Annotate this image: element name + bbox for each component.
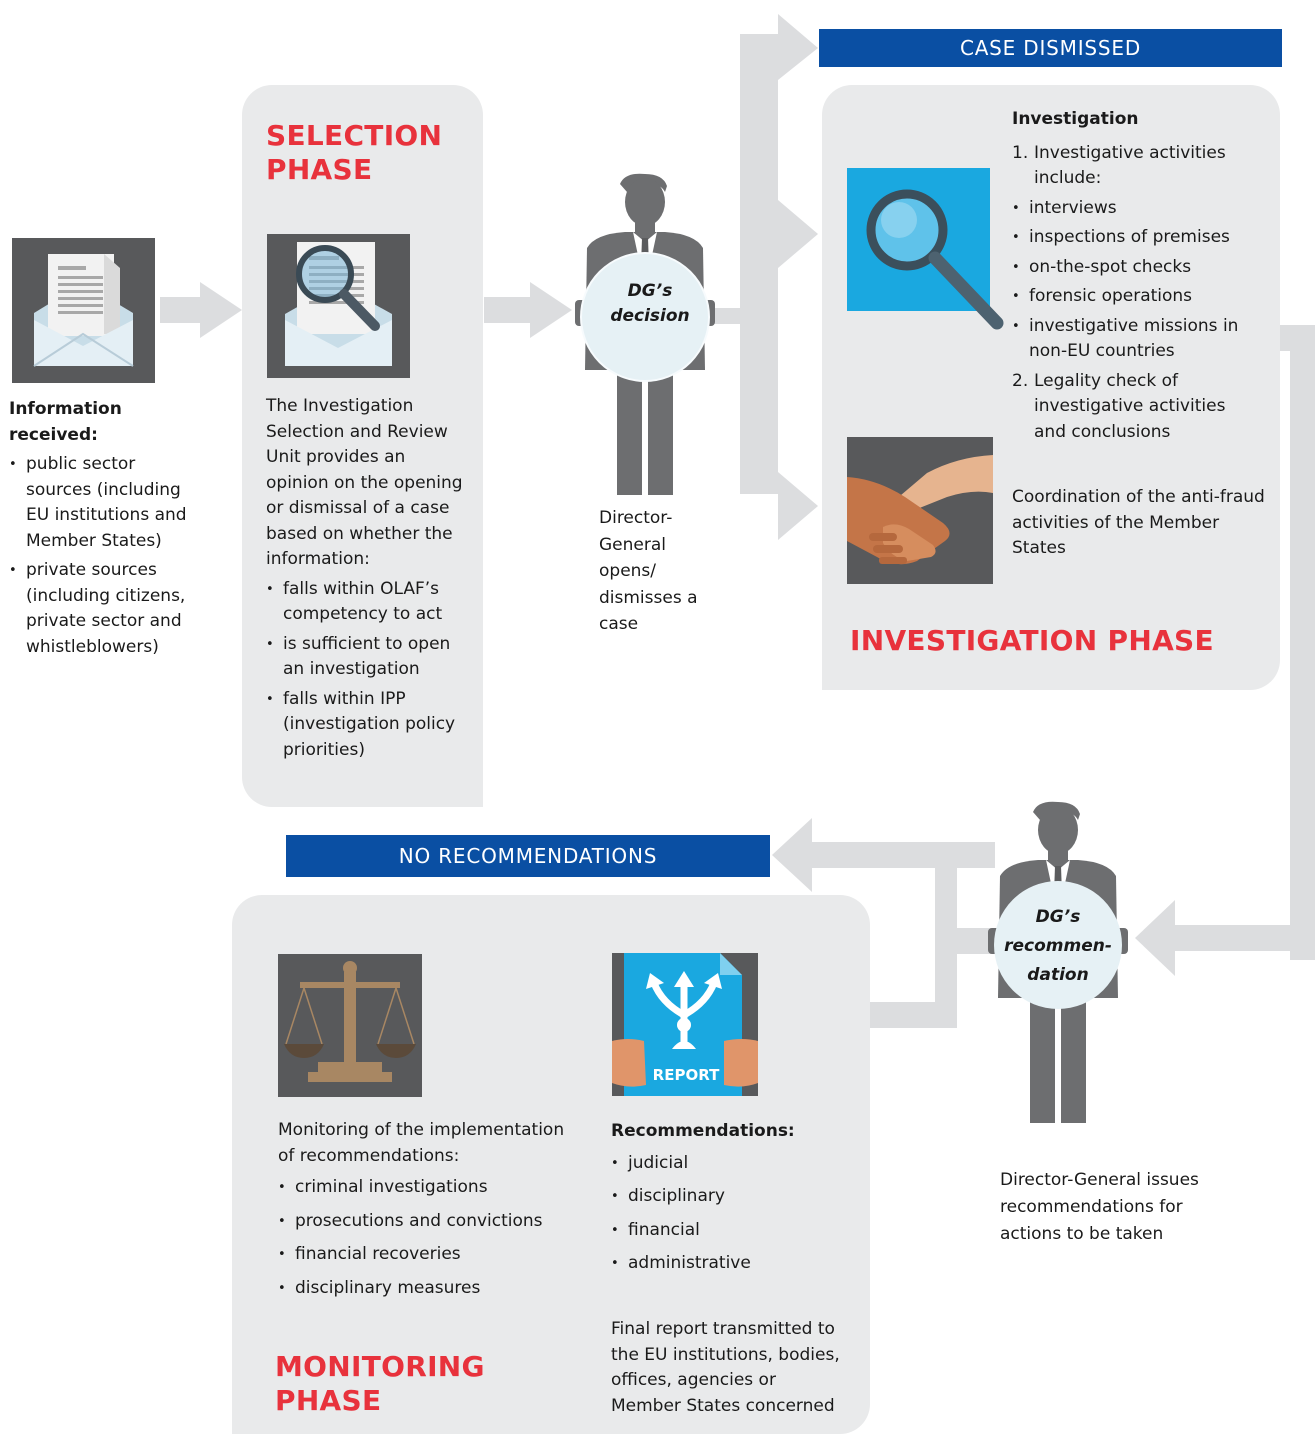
list-item: forensic operations: [1012, 284, 1262, 310]
monitoring-intro: Monitoring of the implementation of reco…: [278, 1120, 565, 1166]
monitoring-list: criminal investigations prosecutions and…: [278, 1175, 568, 1301]
final-report-text: Final report transmitted to the EU insti…: [611, 1319, 840, 1416]
arrow-branch-trunk: [740, 34, 778, 494]
investigation-phase-title: INVESTIGATION PHASE: [850, 624, 1214, 657]
envelope-magnifier-icon: [267, 234, 410, 378]
director-general-figure-2: [988, 801, 1128, 1123]
list-item: is sufficient to open an investigation: [266, 632, 471, 683]
no-recommendations-label: NO RECOMMENDATIONS: [398, 844, 658, 868]
info-list: public sector sources (including EU inst…: [9, 452, 199, 660]
list-item: on-the-spot checks: [1012, 255, 1262, 281]
director-general-figure: [575, 173, 715, 495]
scales-of-justice-icon: [278, 954, 422, 1097]
envelope-icon: [12, 238, 155, 383]
list-item: 1.Investigative activities include:: [1012, 142, 1226, 189]
recommendations-block: Recommendations: judicial disciplinary f…: [611, 1119, 841, 1285]
investigation-numbered-list: 1.Investigative activities include:: [1012, 141, 1262, 192]
arrow-to-case-dismissed: [778, 14, 818, 80]
list-item: criminal investigations: [278, 1175, 568, 1201]
list-item: disciplinary measures: [278, 1276, 568, 1302]
list-item: judicial: [611, 1151, 841, 1177]
arrow-investigation-down: [1290, 325, 1315, 960]
list-item: private sources (including citizens, pri…: [9, 558, 199, 660]
monitoring-phase-title: MONITORING PHASE: [275, 1350, 485, 1417]
dg-decision-sign: DG’s decision: [610, 281, 690, 326]
list-item: financial: [611, 1218, 841, 1244]
dg-recommendation-sign: DG’s recommen- dation: [1004, 907, 1112, 985]
arrow-to-investigation: [778, 200, 818, 268]
no-recommendations-banner: NO RECOMMENDATIONS: [286, 835, 770, 877]
report-label: REPORT: [652, 1066, 720, 1084]
recommendations-list: judicial disciplinary financial administ…: [611, 1151, 841, 1277]
list-item: inspections of premises: [1012, 225, 1262, 251]
arrow-to-dg-recommendation: [1135, 900, 1175, 976]
selection-block: The Investigation Selection and Review U…: [266, 394, 471, 767]
investigation-block: Investigation 1.Investigative activities…: [1012, 107, 1262, 449]
list-item: public sector sources (including EU inst…: [9, 452, 199, 554]
list-item: financial recoveries: [278, 1242, 568, 1268]
handshake-icon: [847, 437, 993, 584]
recommendations-heading: Recommendations:: [611, 1121, 795, 1141]
magnifier-icon: [847, 168, 1004, 330]
selection-criteria-list: falls within OLAF’s competency to act is…: [266, 577, 471, 764]
coordination-text: Coordination of the anti-fraud activitie…: [1012, 487, 1265, 558]
list-item: disciplinary: [611, 1184, 841, 1210]
investigative-activities-list: interviews inspections of premises on-th…: [1012, 196, 1262, 365]
list-item: interviews: [1012, 196, 1262, 222]
case-dismissed-label: CASE DISMISSED: [959, 36, 1142, 60]
selection-phase-title: SELECTION PHASE: [266, 119, 443, 186]
list-item: prosecutions and convictions: [278, 1209, 568, 1235]
report-icon: [612, 953, 758, 1096]
list-item: falls within OLAF’s competency to act: [266, 577, 471, 628]
info-block: Information received: public sector sour…: [9, 397, 199, 664]
arrow-selection-to-dg: [484, 297, 534, 323]
list-item: administrative: [611, 1251, 841, 1277]
case-dismissed-banner: CASE DISMISSED: [819, 29, 1282, 67]
selection-intro: The Investigation Selection and Review U…: [266, 396, 463, 569]
dg-decision-caption: Director-General opens/ dismisses a case: [599, 508, 698, 634]
investigation-numbered-list-2: 2.Legality check of investigative activi…: [1012, 369, 1262, 446]
monitoring-block: Monitoring of the implementation of reco…: [278, 1118, 568, 1309]
investigation-heading: Investigation: [1012, 109, 1139, 129]
info-heading: Information received:: [9, 399, 122, 445]
arrow-to-no-recommendations: [772, 818, 812, 892]
arrow-info-to-selection: [160, 297, 205, 323]
list-item: investigative missions in non-EU countri…: [1012, 314, 1262, 365]
list-item: 2.Legality check of investigative activi…: [1012, 370, 1226, 442]
dg-recommendation-caption: Director-General issues recommendations …: [1000, 1170, 1199, 1244]
arrow-to-coordination: [778, 472, 818, 540]
list-item: falls within IPP (investigation policy p…: [266, 687, 471, 764]
